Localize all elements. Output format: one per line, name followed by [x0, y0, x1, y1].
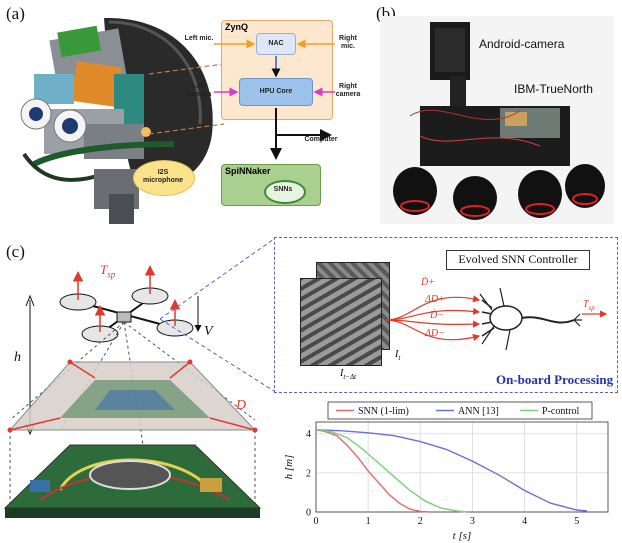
nac-box	[256, 33, 296, 55]
legend-entry: SNN (1-lim)	[358, 406, 409, 417]
y-axis-label: h [m]	[283, 455, 295, 480]
hpu-label: HPU Core	[259, 88, 293, 95]
input-ddot-minus: Ḋ−	[430, 310, 444, 321]
panel-a-label: (a)	[6, 4, 25, 23]
onboard-processing-label: On-board Processing	[496, 372, 614, 387]
snns-label: SNNs	[273, 186, 293, 193]
nac-label: NAC	[268, 40, 284, 47]
v-label: V	[204, 324, 213, 339]
x-tick-label: 5	[574, 516, 579, 527]
left-camera-label: Left camera	[186, 83, 212, 98]
input-delta-plus: ΔD+	[425, 294, 445, 305]
robot-photo	[380, 16, 614, 224]
zynq-title: ZynQ	[225, 22, 249, 32]
drone-terrain-diagram	[3, 265, 262, 518]
series-line	[315, 429, 431, 513]
x-axis-label: t [s]	[453, 530, 472, 542]
controller-title: Evolved SNN Controller	[458, 252, 578, 266]
spinnaker-title: SpiNNaker	[225, 166, 271, 176]
d-label: D	[236, 398, 247, 413]
plot-frame	[315, 421, 609, 513]
zynq-arrows	[214, 39, 335, 160]
legend-entry: ANN [13]	[458, 406, 499, 417]
series-line	[315, 429, 588, 512]
h-label: h	[14, 350, 21, 365]
input-ddot-plus: Ḋ+	[421, 277, 435, 288]
snns-bubble	[264, 180, 306, 204]
right-camera-label: Right camera	[335, 83, 361, 98]
icub-head-render	[20, 17, 224, 224]
right-mic-label: Right mic.	[339, 35, 357, 50]
height-time-chart: 0 1 2 3 4 5 0 2 4 t [s] h [m] SNN (1-lim) ANN [13] P-…	[283, 401, 609, 542]
connector-lines	[160, 238, 275, 392]
neuron-diagram	[385, 287, 608, 351]
i2s-label: I2S microphone	[142, 169, 184, 184]
hpu-box	[239, 78, 313, 106]
frame-prev-label: It−Δt	[340, 368, 357, 381]
onboard-processing-box	[274, 237, 618, 393]
i2s-microphone-callout	[133, 160, 195, 196]
x-tick-label: 0	[314, 516, 319, 527]
y-tick-label: 2	[306, 468, 311, 479]
legend-box	[327, 401, 593, 420]
y-tick-label: 0	[306, 508, 311, 519]
controller-title-box	[446, 250, 590, 270]
truenorth-label: IBM-TrueNorth	[514, 82, 593, 96]
x-tick-label: 1	[366, 516, 371, 527]
x-tick-label: 4	[522, 516, 527, 527]
y-tick-label: 4	[306, 429, 311, 440]
left-mic-label: Left mic.	[184, 35, 214, 42]
frame-t-label: It	[395, 349, 401, 362]
output-tsp: Tsp	[583, 299, 595, 312]
tsp-label: Tsp	[100, 262, 116, 280]
x-tick-label: 2	[418, 516, 423, 527]
android-camera-label: Android-camera	[479, 37, 565, 51]
series-line	[315, 429, 468, 513]
frame-current	[300, 278, 382, 366]
legend-entry: P-control	[542, 406, 579, 417]
input-delta-minus: ΔD−	[425, 328, 445, 339]
panel-c-label: (c)	[6, 242, 25, 261]
x-tick-label: 3	[470, 516, 475, 527]
